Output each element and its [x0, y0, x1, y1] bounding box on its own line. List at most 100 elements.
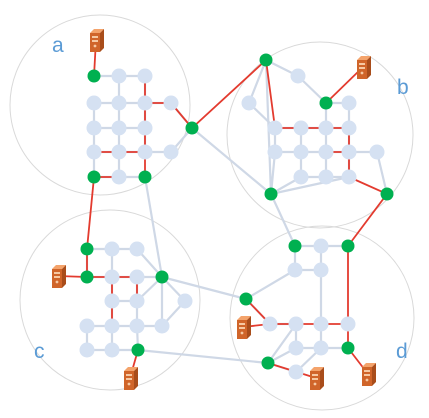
node-a13 — [163, 144, 179, 160]
gateway-node-b_g2 — [319, 96, 333, 110]
gateway-node-d_g2 — [341, 239, 355, 253]
link-a_g2-b_g3 — [190, 126, 273, 196]
gateway-node-b_g3 — [264, 187, 278, 201]
cluster-circles — [9, 14, 415, 411]
gateway-node-d_g1 — [288, 239, 302, 253]
node-b6 — [318, 120, 334, 136]
node-c9 — [104, 318, 120, 334]
node-b13 — [293, 169, 309, 185]
node-d4 — [262, 316, 278, 332]
link-c_g3-d_g3 — [160, 275, 248, 301]
node-d3 — [313, 262, 329, 278]
node-c7 — [177, 293, 193, 309]
node-a10 — [86, 144, 102, 160]
node-a7 — [86, 120, 102, 136]
node-b12 — [369, 144, 385, 160]
gateway-node-d_g5 — [261, 356, 275, 370]
gateway-node-a_g2 — [185, 121, 199, 135]
gateway-node-a_g3 — [87, 170, 101, 184]
link-b_g3-b15 — [269, 175, 351, 196]
cluster-label-b: b — [397, 76, 409, 99]
node-a1 — [111, 68, 127, 84]
node-b10 — [318, 144, 334, 160]
servers — [52, 29, 376, 390]
node-b2 — [241, 95, 257, 111]
network-nodes — [79, 53, 394, 380]
node-a6 — [163, 95, 179, 111]
gateway-node-d_g3 — [239, 292, 253, 306]
node-c11 — [154, 318, 170, 334]
node-d6 — [313, 316, 329, 332]
node-a8 — [111, 120, 127, 136]
cluster-d-boundary — [229, 225, 415, 411]
node-c8 — [79, 318, 95, 334]
node-b8 — [267, 144, 283, 160]
node-a12 — [137, 144, 153, 160]
link-c_g4-d_g5 — [136, 348, 270, 365]
node-b4 — [267, 120, 283, 136]
gateway-node-a_g4 — [138, 170, 152, 184]
gateway-node-c_g4 — [131, 343, 145, 357]
link-d5-d_g5 — [266, 322, 298, 365]
node-b15 — [341, 169, 357, 185]
server-a-icon — [90, 29, 104, 52]
link-b_g1-b2 — [247, 58, 268, 105]
node-d7 — [340, 316, 356, 332]
node-a5 — [137, 95, 153, 111]
node-b14 — [318, 169, 334, 185]
node-a14 — [111, 169, 127, 185]
gateway-node-b_g1 — [259, 53, 273, 67]
cluster-b-boundary — [226, 41, 414, 229]
gateway-node-d_g4 — [341, 341, 355, 355]
path-link-b_g1-b4 — [265, 59, 276, 129]
server-b-icon — [357, 56, 371, 79]
node-c3 — [104, 269, 120, 285]
node-b9 — [293, 144, 309, 160]
node-a11 — [111, 144, 127, 160]
node-b7 — [341, 120, 357, 136]
link-d2-d_g3 — [244, 268, 297, 301]
path-link-b_g4-d_g2 — [347, 193, 388, 247]
gateway-node-c_g2 — [80, 270, 94, 284]
node-c13 — [104, 342, 120, 358]
cluster-label-c: c — [34, 340, 45, 363]
server-link-server-b — [325, 66, 364, 104]
node-a3 — [86, 95, 102, 111]
server-d1-icon — [237, 316, 251, 339]
cluster-label-a: a — [52, 34, 64, 57]
server-d2-icon — [310, 367, 324, 390]
path-link-a_g2-b_g1 — [191, 59, 267, 129]
link-a_g4-c_g3 — [143, 175, 164, 279]
node-c1 — [104, 241, 120, 257]
cluster-labels: a b c d — [34, 34, 409, 363]
node-d2 — [287, 262, 303, 278]
node-a4 — [111, 95, 127, 111]
node-c4 — [129, 269, 145, 285]
node-a2 — [137, 68, 153, 84]
node-c2 — [129, 241, 145, 257]
node-d8 — [288, 340, 304, 356]
node-b1 — [290, 68, 306, 84]
node-d5 — [288, 316, 304, 332]
cluster-a-boundary — [9, 14, 191, 196]
path-link-a_g3-c_g1 — [86, 176, 95, 250]
cluster-label-d: d — [396, 340, 408, 363]
cluster-c-boundary — [19, 209, 201, 391]
server-c1-icon — [52, 265, 66, 288]
node-d9 — [313, 340, 329, 356]
node-b5 — [293, 120, 309, 136]
node-d10 — [288, 364, 304, 380]
server-c2-icon — [124, 367, 138, 390]
gateway-node-c_g3 — [155, 270, 169, 284]
node-b3 — [341, 95, 357, 111]
gateway-node-b_g4 — [380, 187, 394, 201]
node-d1 — [313, 238, 329, 254]
node-b11 — [341, 144, 357, 160]
gateway-node-c_g1 — [80, 242, 94, 256]
node-c6 — [129, 293, 145, 309]
node-c10 — [129, 318, 145, 334]
node-c5 — [104, 293, 120, 309]
node-a9 — [137, 120, 153, 136]
